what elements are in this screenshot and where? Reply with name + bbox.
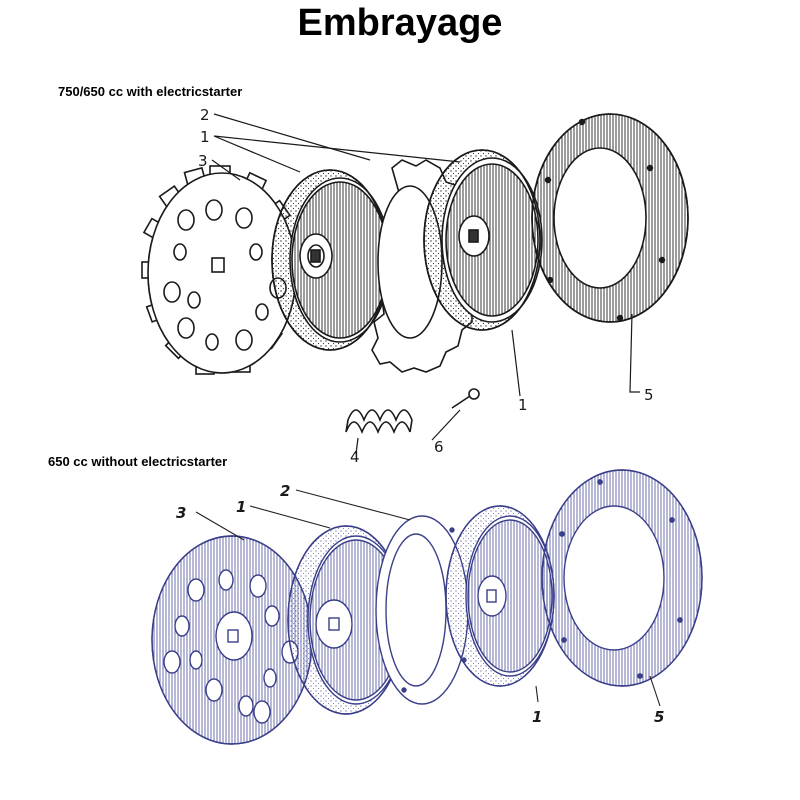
callout-1-top-b: 1 [518,396,528,414]
leader-lines-bottom [195,489,661,707]
page-title: Embrayage [297,2,503,44]
top-callouts: 2 1 3 1 5 4 6 [198,106,654,466]
callout-5-bottom: 5 [654,708,664,726]
pressure-plate-bottom [151,535,313,745]
callout-1-top-a: 1 [200,128,210,146]
top-assembly [141,113,689,455]
callout-5-top: 5 [644,386,654,404]
bottom-assembly [151,469,703,745]
outer-ring-plate-bottom [541,469,703,687]
callout-2-top: 2 [200,106,210,124]
callout-1-bottom-b: 1 [532,708,542,726]
pin-6 [451,388,480,409]
callout-2-bottom: 2 [280,482,290,500]
spring-4 [345,409,413,435]
outer-ring-plate [531,113,689,323]
callout-3-bottom: 3 [176,504,186,522]
clutch-disc-1 [271,169,391,351]
leader-lines-top [211,113,640,455]
callout-6-top: 6 [434,438,444,456]
bottom-callouts: 3 1 2 1 5 [176,482,664,726]
clutch-disc-bottom-2 [445,505,555,687]
callout-4-top: 4 [350,448,360,466]
callout-1-bottom-a: 1 [236,498,246,516]
section-heading-electric: 750/650 cc with electricstarter [58,84,243,99]
callout-3-top: 3 [198,152,208,170]
section-heading-no-electric: 650 cc without electricstarter [48,454,228,469]
clutch-disc-2 [423,149,543,331]
